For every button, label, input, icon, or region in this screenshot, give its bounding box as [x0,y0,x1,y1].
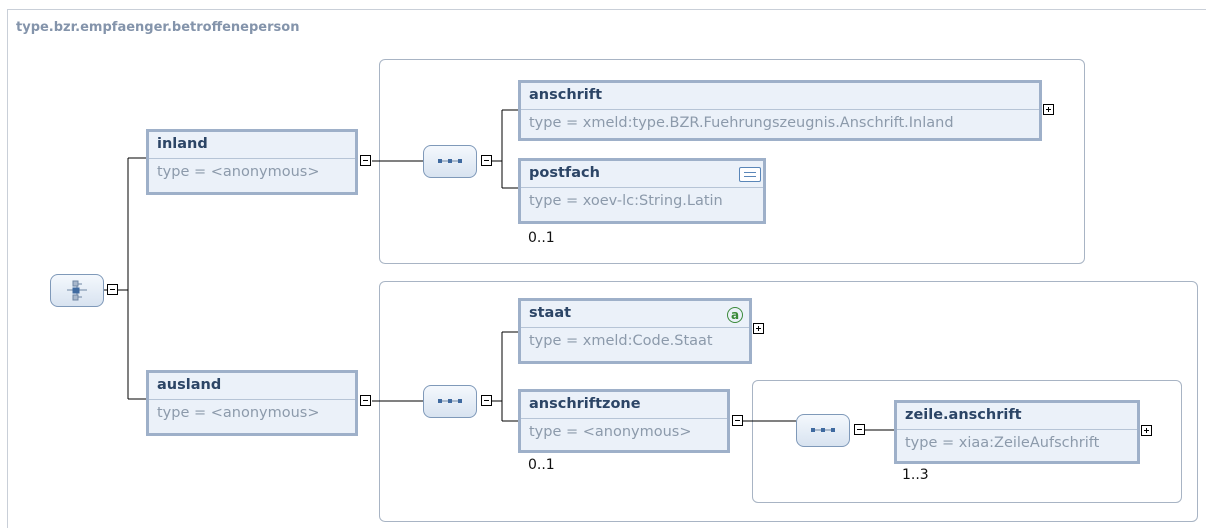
element-inland[interactable]: inland type = <anonymous> [146,129,358,195]
element-type: type = <anonymous> [529,424,692,440]
element-type: type = xoev-lc:String.Latin [529,193,723,209]
diagram-frame [7,9,1206,528]
anschriftzone-collapse-toggle[interactable] [732,415,743,426]
documentation-icon [739,167,761,182]
inland-collapse-toggle[interactable] [360,155,371,166]
element-name: anschriftzone [529,396,641,412]
sequence-compositor-icon[interactable] [423,145,477,178]
anschrift-expand-toggle[interactable] [1043,104,1054,115]
choice-compositor-icon[interactable] [50,274,104,307]
element-staat[interactable]: staat a type = xmeld:Code.Staat [518,298,752,364]
sequence-compositor-icon[interactable] [423,385,477,418]
element-type: type = <anonymous> [157,405,320,421]
occurrence-label: 0..1 [528,230,555,246]
element-type: type = xiaa:ZeileAufschrift [905,435,1100,451]
staat-expand-toggle[interactable] [753,323,764,334]
element-type: type = xmeld:Code.Staat [529,333,713,349]
anschriftzone-sequence-collapse-toggle[interactable] [854,424,865,435]
ausland-collapse-toggle[interactable] [360,395,371,406]
element-anschrift[interactable]: anschrift type = xmeld:type.BZR.Fuehrung… [518,80,1042,141]
occurrence-label: 0..1 [528,457,555,473]
element-name: anschrift [529,87,603,103]
element-type: type = <anonymous> [157,164,320,180]
zeile-anschrift-expand-toggle[interactable] [1141,425,1152,436]
sequence-compositor-icon[interactable] [796,414,850,447]
diagram-title: type.bzr.empfaenger.betroffeneperson [16,20,300,35]
element-postfach[interactable]: postfach type = xoev-lc:String.Latin [518,158,766,224]
element-zeile-anschrift[interactable]: zeile.anschrift type = xiaa:ZeileAufschr… [894,400,1140,464]
ausland-sequence-collapse-toggle[interactable] [481,395,492,406]
element-name: inland [157,136,208,152]
attribute-icon: a [727,307,743,323]
element-name: ausland [157,377,222,393]
inland-sequence-collapse-toggle[interactable] [481,155,492,166]
element-ausland[interactable]: ausland type = <anonymous> [146,370,358,436]
element-type: type = xmeld:type.BZR.Fuehrungszeugnis.A… [529,115,954,131]
element-name: postfach [529,165,600,181]
root-collapse-toggle[interactable] [107,284,118,295]
element-name: zeile.anschrift [905,407,1022,423]
element-anschriftzone[interactable]: anschriftzone type = <anonymous> [518,389,730,453]
element-name: staat [529,305,572,321]
occurrence-label: 1..3 [902,467,929,483]
